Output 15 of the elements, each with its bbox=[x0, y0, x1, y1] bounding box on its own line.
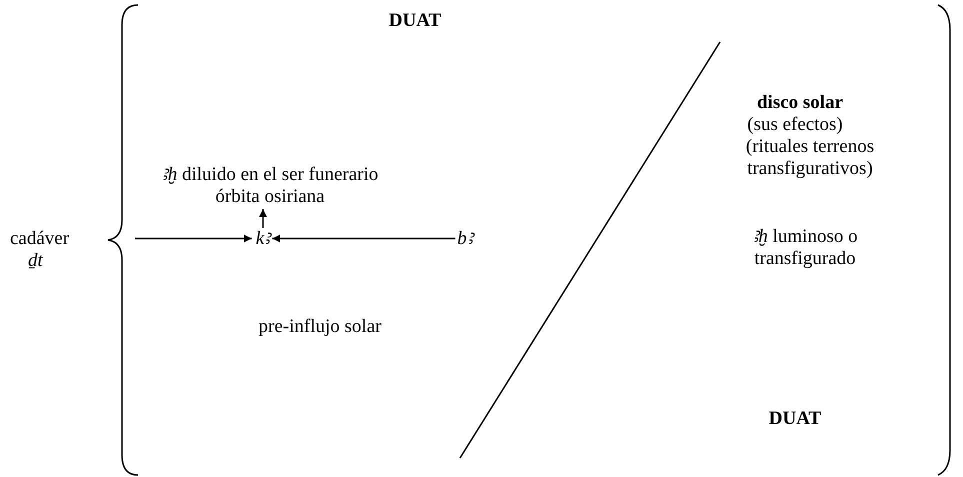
heading-text: DUAT bbox=[768, 408, 822, 430]
arrow bbox=[272, 234, 456, 242]
arrow bbox=[135, 234, 252, 242]
note-text: pre-influjo solar bbox=[258, 316, 382, 338]
heading-text: DUAT bbox=[388, 10, 442, 32]
node-text: kꜣ bbox=[254, 228, 273, 250]
node-text: bꜣ bbox=[456, 228, 476, 250]
arrow bbox=[259, 209, 267, 228]
node-text: ꜣḫ diluido en el ser funerario órbita osiriana bbox=[160, 164, 380, 208]
note-text: ꜣḫ luminoso o transfigurado bbox=[751, 226, 859, 270]
heading-text: disco solar bbox=[756, 92, 844, 114]
node-text: ḏt bbox=[27, 250, 44, 272]
note-text: (sus efectos) bbox=[746, 114, 844, 136]
node-text: cadáver bbox=[10, 228, 70, 250]
note-text: (rituales terrenos transfigurativos) bbox=[744, 136, 876, 180]
